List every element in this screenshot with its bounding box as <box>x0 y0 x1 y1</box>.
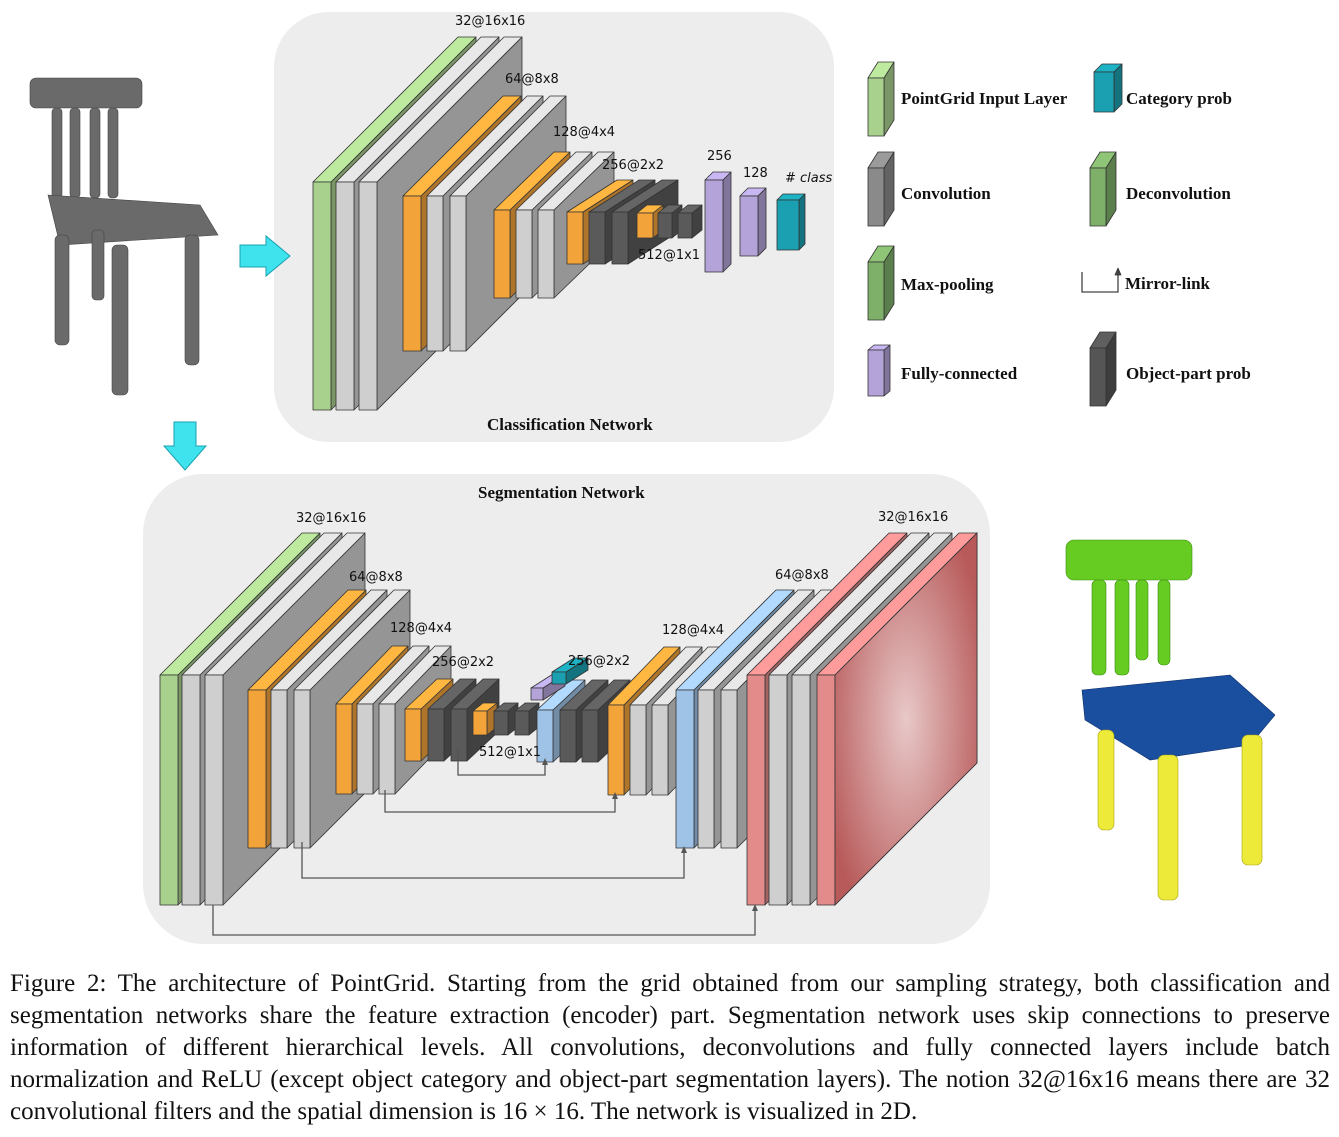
segmentation-layers <box>159 532 978 906</box>
legend-label: PointGrid Input Layer <box>901 89 1068 108</box>
classification-title: Classification Network <box>487 415 653 434</box>
legend-label: Object-part prob <box>1126 364 1251 383</box>
seg-pool-4 <box>472 702 498 736</box>
seg-conv-5b <box>514 702 540 736</box>
cls-label-128x4: 128@4x4 <box>553 125 615 140</box>
seg-label-d64x8: 64@8x8 <box>775 568 829 583</box>
cls-label-32x16: 32@16x16 <box>455 14 525 29</box>
seg-label-128x4: 128@4x4 <box>390 621 452 636</box>
cls-label-fc128: 128 <box>743 166 768 181</box>
seg-conv-5a <box>493 702 519 736</box>
architecture-diagram: 32@16x16 64@8x8 128@4x4 256@2x2 512@1x1 … <box>29 12 1276 944</box>
mirror-link-arrowheads <box>542 758 758 911</box>
input-chair-pointcloud <box>29 77 219 396</box>
seg-label-64x8: 64@8x8 <box>349 570 403 585</box>
seg-label-512x1: 512@1x1 <box>479 745 541 760</box>
figure-caption: Figure 2: The architecture of PointGrid.… <box>10 970 1330 1125</box>
segmentation-title: Segmentation Network <box>478 483 645 502</box>
legend-label: Fully-connected <box>901 364 1018 383</box>
deconvolution-icon-slab <box>1089 151 1117 227</box>
input-layer-icon-slab <box>867 61 895 137</box>
cls-label-64x8: 64@8x8 <box>505 72 559 87</box>
legend: PointGrid Input Layer Category probConvol… <box>867 61 1251 407</box>
category-prob-icon-slab <box>1093 63 1123 113</box>
category-prob-icon <box>1093 63 1123 113</box>
object-part-prob-icon-slab <box>1089 331 1117 407</box>
seg-label-d32x16: 32@16x16 <box>878 510 948 525</box>
fully-connected-icon-slab <box>867 344 891 397</box>
object-part-prob-icon <box>1089 331 1117 407</box>
seg-label-d256x2: 256@2x2 <box>568 654 630 669</box>
seg-category-piece <box>551 657 589 685</box>
legend-label: Category prob <box>1126 89 1232 108</box>
mirror-link-icon <box>1081 267 1122 293</box>
legend-label: Convolution <box>901 184 991 203</box>
legend-label: Deconvolution <box>1126 184 1231 203</box>
cls-label-512x1: 512@1x1 <box>638 248 700 263</box>
legend-label: Max-pooling <box>901 275 994 294</box>
seg-label-256x2: 256@2x2 <box>432 655 494 670</box>
deconvolution-icon <box>1089 151 1117 227</box>
output-chair-segmented <box>1065 539 1276 901</box>
cls-label-fc256: 256 <box>707 149 732 164</box>
cls-conv-5b <box>677 204 703 239</box>
cls-label-class: # class <box>785 171 833 186</box>
seg-output-face <box>834 532 978 906</box>
max-pooling-icon-slab <box>867 245 895 321</box>
seg-conv-4b <box>450 678 500 762</box>
convolution-icon-slab <box>867 151 895 227</box>
mirror-links <box>212 748 756 936</box>
max-pooling-icon <box>867 245 895 321</box>
seg-label-d128x4: 128@4x4 <box>662 623 724 638</box>
fully-connected-icon <box>867 344 891 397</box>
arrow-right-icon <box>239 234 291 278</box>
seg-label-32x16: 32@16x16 <box>296 511 366 526</box>
arrow-down-icon <box>162 421 208 471</box>
cls-fc-128 <box>739 187 767 257</box>
legend-label: Mirror-link <box>1125 274 1211 293</box>
cls-fc-256 <box>704 171 732 273</box>
input-layer-icon <box>867 61 895 137</box>
cls-label-256x2: 256@2x2 <box>602 158 664 173</box>
classification-layers <box>312 36 806 411</box>
convolution-icon <box>867 151 895 227</box>
cls-category-prob <box>776 193 806 251</box>
